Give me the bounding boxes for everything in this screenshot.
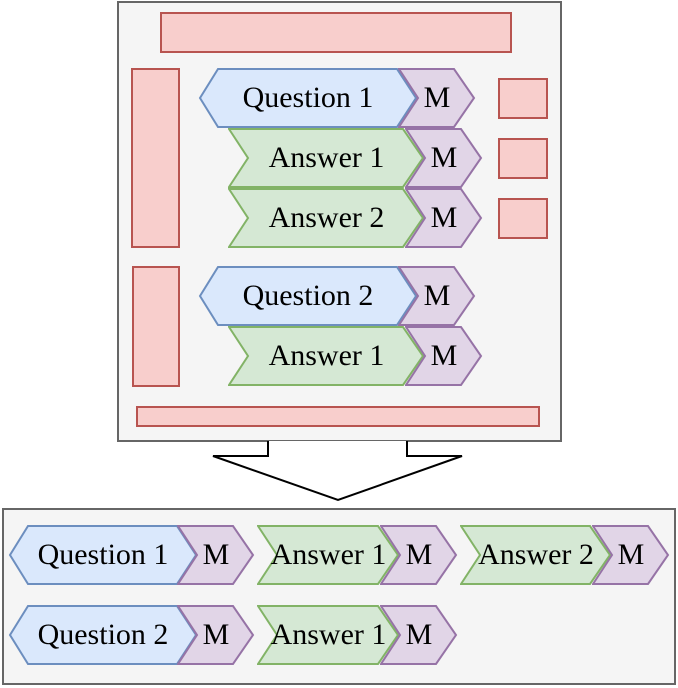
answer1-label: Answer 1 — [268, 141, 385, 174]
redacted-square-2 — [498, 138, 548, 179]
row1-answer2-chevron: Answer 2 — [460, 525, 612, 585]
question2-label: Question 2 — [37, 618, 169, 651]
group2-answer1-marker-chevron: M — [405, 326, 483, 386]
question2-chevron: Question 2 — [198, 266, 418, 326]
step-shape-svg — [177, 525, 255, 585]
marker-label: M — [430, 141, 458, 174]
marker-label: M — [405, 618, 433, 651]
row1-question1-chevron: Question 1 — [8, 525, 198, 585]
step-shape-svg — [380, 605, 458, 665]
step-shape-svg — [257, 525, 400, 585]
marker-label: M — [423, 81, 451, 114]
document-box: Question 1 M Answer 1 M Answer 2 — [117, 1, 562, 442]
flatten-down-arrow — [212, 441, 463, 502]
step-shape-svg — [380, 525, 458, 585]
group2-left-bar — [132, 266, 180, 387]
row2-answer1-chevron: Answer 1 — [257, 605, 400, 665]
answer1-label: Answer 1 — [268, 339, 385, 372]
step-shape-svg — [592, 525, 670, 585]
marker-label: M — [617, 538, 645, 571]
step-shape-svg — [398, 68, 476, 128]
step-shape-svg — [460, 525, 612, 585]
answer2-label: Answer 2 — [268, 201, 385, 234]
marker-label: M — [430, 339, 458, 372]
step-shape-svg — [405, 128, 483, 188]
row1-answer1-chevron: Answer 1 — [257, 525, 400, 585]
answer2-marker-chevron: M — [405, 188, 483, 248]
answer1-label: Answer 1 — [270, 618, 387, 651]
redacted-square-3 — [498, 198, 548, 239]
marker-label: M — [405, 538, 433, 571]
redacted-square-1 — [498, 78, 548, 119]
row2-question2-chevron: Question 2 — [8, 605, 198, 665]
row2-marker1-chevron: M — [177, 605, 255, 665]
question1-label: Question 1 — [242, 81, 374, 114]
answer2-label: Answer 2 — [478, 538, 594, 571]
question1-chevron: Question 1 — [198, 68, 418, 128]
row1-marker3-chevron: M — [592, 525, 670, 585]
row1-marker1-chevron: M — [177, 525, 255, 585]
redacted-footer-bar — [136, 406, 540, 427]
step-shape-svg — [228, 326, 425, 386]
step-shape-svg — [405, 326, 483, 386]
row1-marker2-chevron: M — [380, 525, 458, 585]
question1-marker-chevron: M — [398, 68, 476, 128]
hexagon-shape-svg — [198, 266, 418, 326]
answer2-chevron: Answer 2 — [228, 188, 425, 248]
redacted-header-bar — [160, 12, 512, 53]
marker-label: M — [423, 279, 451, 312]
step-shape-svg — [177, 605, 255, 665]
question2-label: Question 2 — [242, 279, 374, 312]
step-shape-svg — [405, 188, 483, 248]
marker-label: M — [202, 538, 230, 571]
group2-answer1-chevron: Answer 1 — [228, 326, 425, 386]
question2-marker-chevron: M — [398, 266, 476, 326]
group1-left-bar — [131, 68, 180, 248]
step-shape-svg — [398, 266, 476, 326]
step-shape-svg — [257, 605, 400, 665]
answer1-label: Answer 1 — [270, 538, 387, 571]
hexagon-shape-svg — [198, 68, 418, 128]
marker-label: M — [202, 618, 230, 651]
step-shape-svg — [228, 188, 425, 248]
step-shape-svg — [228, 128, 425, 188]
marker-label: M — [430, 201, 458, 234]
answer1-marker-chevron: M — [405, 128, 483, 188]
packed-sequence-box: Question 1 M Answer 1 M Answer 2 — [2, 508, 676, 685]
row2-marker2-chevron: M — [380, 605, 458, 665]
question1-label: Question 1 — [37, 538, 169, 571]
answer1-chevron: Answer 1 — [228, 128, 425, 188]
